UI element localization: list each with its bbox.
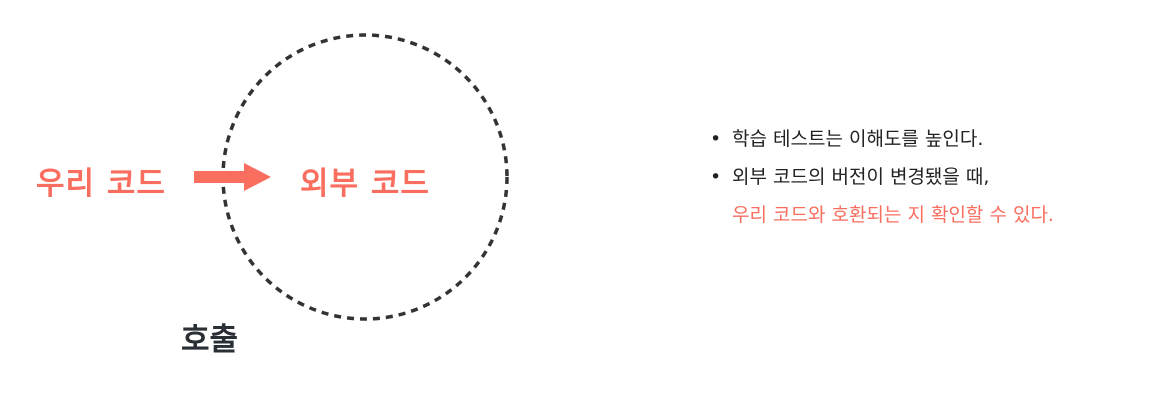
note-line-2-highlight: 우리 코드와 호환되는 지 확인할 수 있다. <box>732 204 1054 226</box>
external-code-label: 외부 코드 <box>300 166 430 202</box>
note-line-1: 외부 코드의 버전이 변경됐을 때, <box>732 166 990 188</box>
diagram: 우리 코드 외부 코드 호출 <box>36 33 509 358</box>
bullet: • <box>710 166 722 188</box>
call-arrow-head <box>244 163 271 191</box>
call-arrow-shaft <box>194 171 246 183</box>
diagram-graphic <box>194 33 509 321</box>
note-line-1: 학습 테스트는 이해도를 높인다. <box>732 128 984 150</box>
note-item: • 외부 코드의 버전이 변경됐을 때, 우리 코드와 호환되는 지 확인할 수… <box>706 158 1156 234</box>
bullet: • <box>710 128 722 150</box>
our-code-label: 우리 코드 <box>36 166 166 202</box>
notes-list: • 학습 테스트는 이해도를 높인다. • 외부 코드의 버전이 변경됐을 때,… <box>706 120 1156 234</box>
call-label: 호출 <box>181 322 239 358</box>
note-item: • 학습 테스트는 이해도를 높인다. <box>706 120 1156 158</box>
